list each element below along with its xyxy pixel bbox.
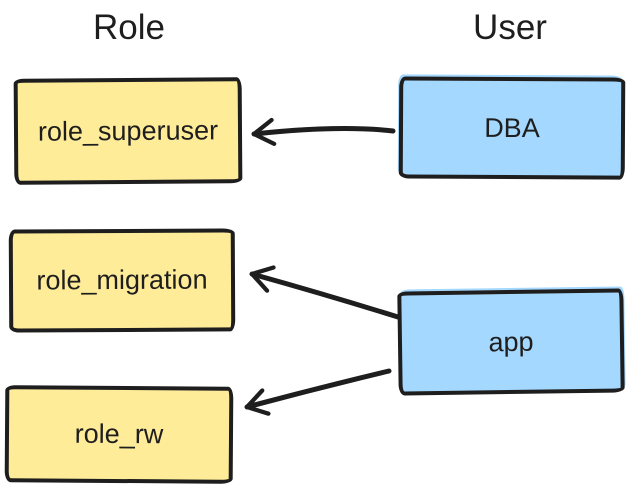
node-user-app: app xyxy=(397,288,625,396)
column-header-user: User xyxy=(473,8,547,47)
column-header-role: Role xyxy=(93,8,165,47)
node-user-dba: DBA xyxy=(398,76,626,180)
arrow-dba-to-role-superuser xyxy=(251,117,396,147)
node-role-rw-label: role_rw xyxy=(74,418,164,450)
node-role-superuser-label: role_superuser xyxy=(37,114,219,147)
node-user-dba-label: DBA xyxy=(484,112,540,143)
arrow-app-to-role-rw xyxy=(244,368,392,416)
node-role-migration: role_migration xyxy=(8,228,236,333)
node-role-rw: role_rw xyxy=(4,385,234,484)
node-user-app-label: app xyxy=(488,326,534,357)
arrow-app-to-role-migration xyxy=(249,265,401,320)
node-role-migration-label: role_migration xyxy=(36,264,208,296)
node-role-superuser: role_superuser xyxy=(13,77,243,185)
